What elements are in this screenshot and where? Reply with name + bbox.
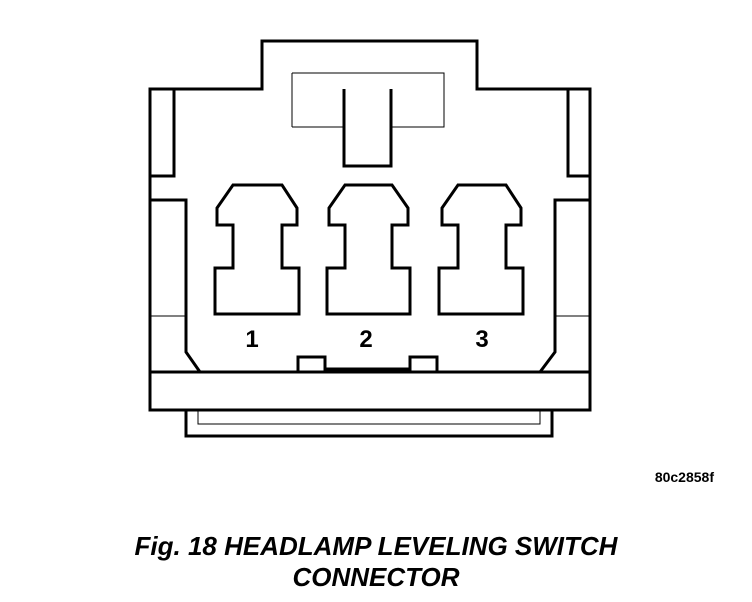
terminal-cavity-2 xyxy=(325,183,412,316)
pin-label-3: 3 xyxy=(475,326,488,353)
connector-base-rail xyxy=(184,408,554,438)
connector-right-rib xyxy=(566,89,590,178)
connector-inner-cavity xyxy=(150,198,590,374)
pin-label-1: 1 xyxy=(245,326,258,353)
terminal-cavity-3 xyxy=(437,183,525,316)
connector-latch xyxy=(342,89,393,168)
latch-outline xyxy=(292,72,445,128)
caption-line-1: Fig. 18 HEADLAMP LEVELING SWITCH xyxy=(134,531,618,561)
connector-left-rib xyxy=(150,89,176,178)
caption-line-2: CONNECTOR xyxy=(292,562,460,592)
pin-label-2: 2 xyxy=(359,326,372,353)
terminal-cavity-1 xyxy=(213,183,301,316)
base-rail-inner xyxy=(197,410,541,425)
figure-id: 80c2858f xyxy=(654,469,714,485)
